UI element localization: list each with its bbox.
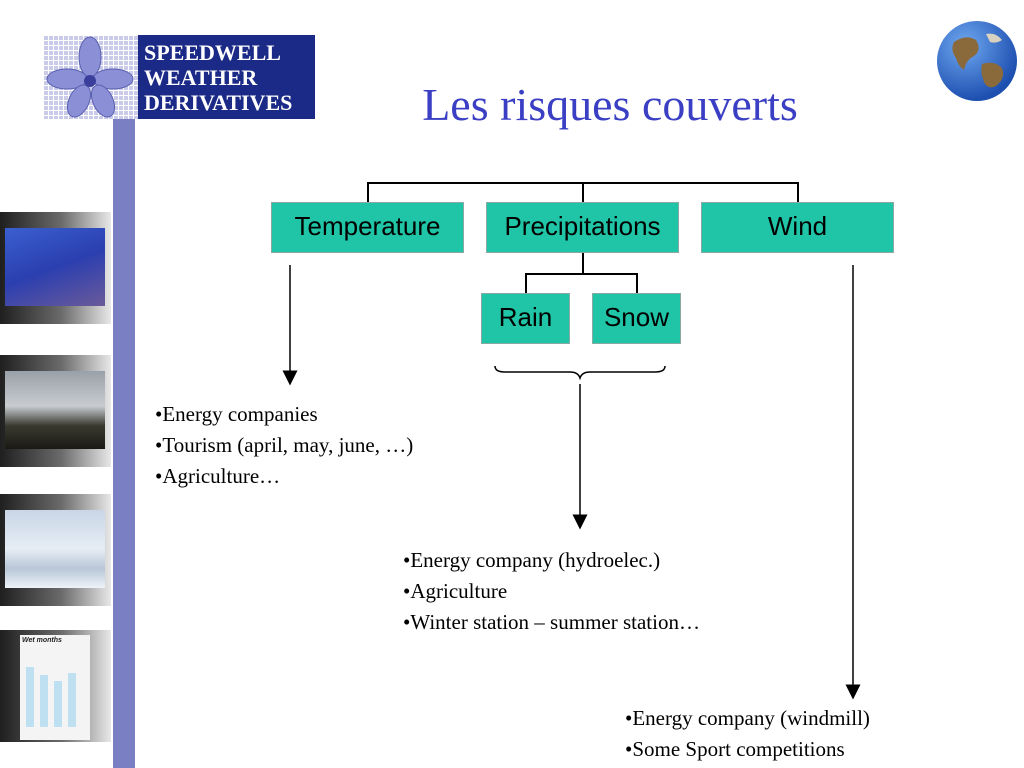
temperature-uses-list: •Energy companies •Tourism (april, may, …: [155, 399, 413, 492]
wet-months-chart-thumbnail: Wet months: [0, 630, 111, 742]
list-item: •Energy company (hydroelec.): [403, 548, 661, 572]
list-item: •Energy company (windmill): [625, 706, 870, 730]
globe-icon: [936, 20, 1018, 102]
flower-logo-icon: [43, 35, 138, 119]
node-rain: Rain: [481, 293, 570, 344]
list-item: •Some Sport competitions: [625, 737, 845, 761]
list-item: •Agriculture: [403, 579, 508, 603]
node-snow: Snow: [592, 293, 681, 344]
thumbnail-chart-caption: Wet months: [22, 637, 62, 644]
forest-thumbnail: [0, 355, 111, 467]
logo-text: SPEEDWELL WEATHER DERIVATIVES: [138, 35, 315, 119]
list-item: •Agriculture…: [155, 464, 281, 488]
precip-subtree-line: [525, 253, 638, 293]
speedwell-logo: SPEEDWELL WEATHER DERIVATIVES: [43, 35, 315, 119]
node-precipitations: Precipitations: [486, 202, 679, 253]
logo-line-1: SPEEDWELL: [144, 40, 281, 65]
snowy-trees-thumbnail: [0, 494, 111, 606]
logo-line-2: WEATHER: [144, 65, 258, 90]
precipitation-uses-list: •Energy company (hydroelec.) •Agricultur…: [403, 545, 700, 638]
list-item: •Winter station – summer station…: [403, 610, 700, 634]
slide-title: Les risques couverts: [422, 79, 798, 130]
node-wind: Wind: [701, 202, 894, 253]
rain-snow-brace: [494, 365, 666, 381]
list-item: •Energy companies: [155, 402, 318, 426]
logo-line-3: DERIVATIVES: [144, 90, 293, 115]
node-temperature: Temperature: [271, 202, 464, 253]
wind-uses-list: •Energy company (windmill) •Some Sport c…: [625, 703, 870, 765]
accent-bar: [113, 118, 135, 768]
weather-map-thumbnail: [0, 212, 111, 324]
list-item: •Tourism (april, may, june, …): [155, 433, 414, 457]
